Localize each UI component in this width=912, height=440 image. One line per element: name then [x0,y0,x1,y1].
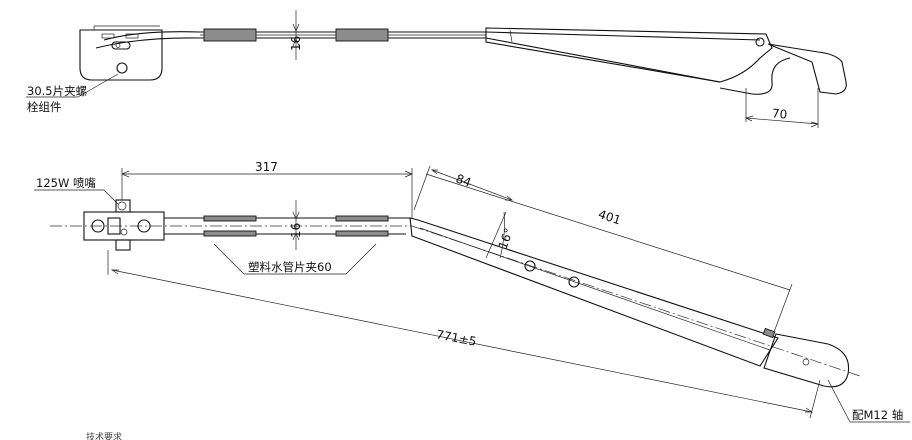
shaft-label: 配M12 轴 [852,408,903,422]
clamp-label: 塑料水管片夹60 [248,260,332,274]
arm-tip-body [485,27,773,83]
arm-tube-lower [95,37,721,83]
nozzle [115,199,131,213]
clamp-bottom-2 [203,230,257,237]
mount-base [79,29,163,81]
nozzle-label: 125W 喷嘴 [36,176,96,190]
slot-hole [111,41,131,50]
bottom-view [34,165,910,423]
tech-requirements-heading: 技术要求 [86,431,122,440]
arm-tube-upper [103,31,761,41]
clamp-bottom-3 [335,215,389,222]
spring-holder [767,43,847,95]
bolt-head [116,62,128,74]
dim-16-bottom: 16 [289,223,303,238]
dim-70: 70 [771,106,787,121]
hook-wire [719,57,791,95]
clamp-bottom-4 [335,230,389,237]
dim-84: 84 [454,171,473,189]
pivot-hole [755,37,765,47]
angled-arm [409,217,779,367]
dim-771: 771±5 [435,327,478,348]
clamp-2 [335,28,389,42]
dim-401: 401 [597,207,623,227]
tip-holder [763,333,850,388]
bolt-label-line2: 栓组件 [27,100,62,114]
clamp-bottom-1 [203,215,257,222]
clamp-1 [203,28,257,42]
top-view [26,10,847,128]
dim-16-top: 16 [289,36,303,51]
dim-16-angle: 16° [496,226,516,251]
bolt-label-line1: 30.5片夹螺 [27,84,87,98]
dim-317: 317 [255,160,278,174]
